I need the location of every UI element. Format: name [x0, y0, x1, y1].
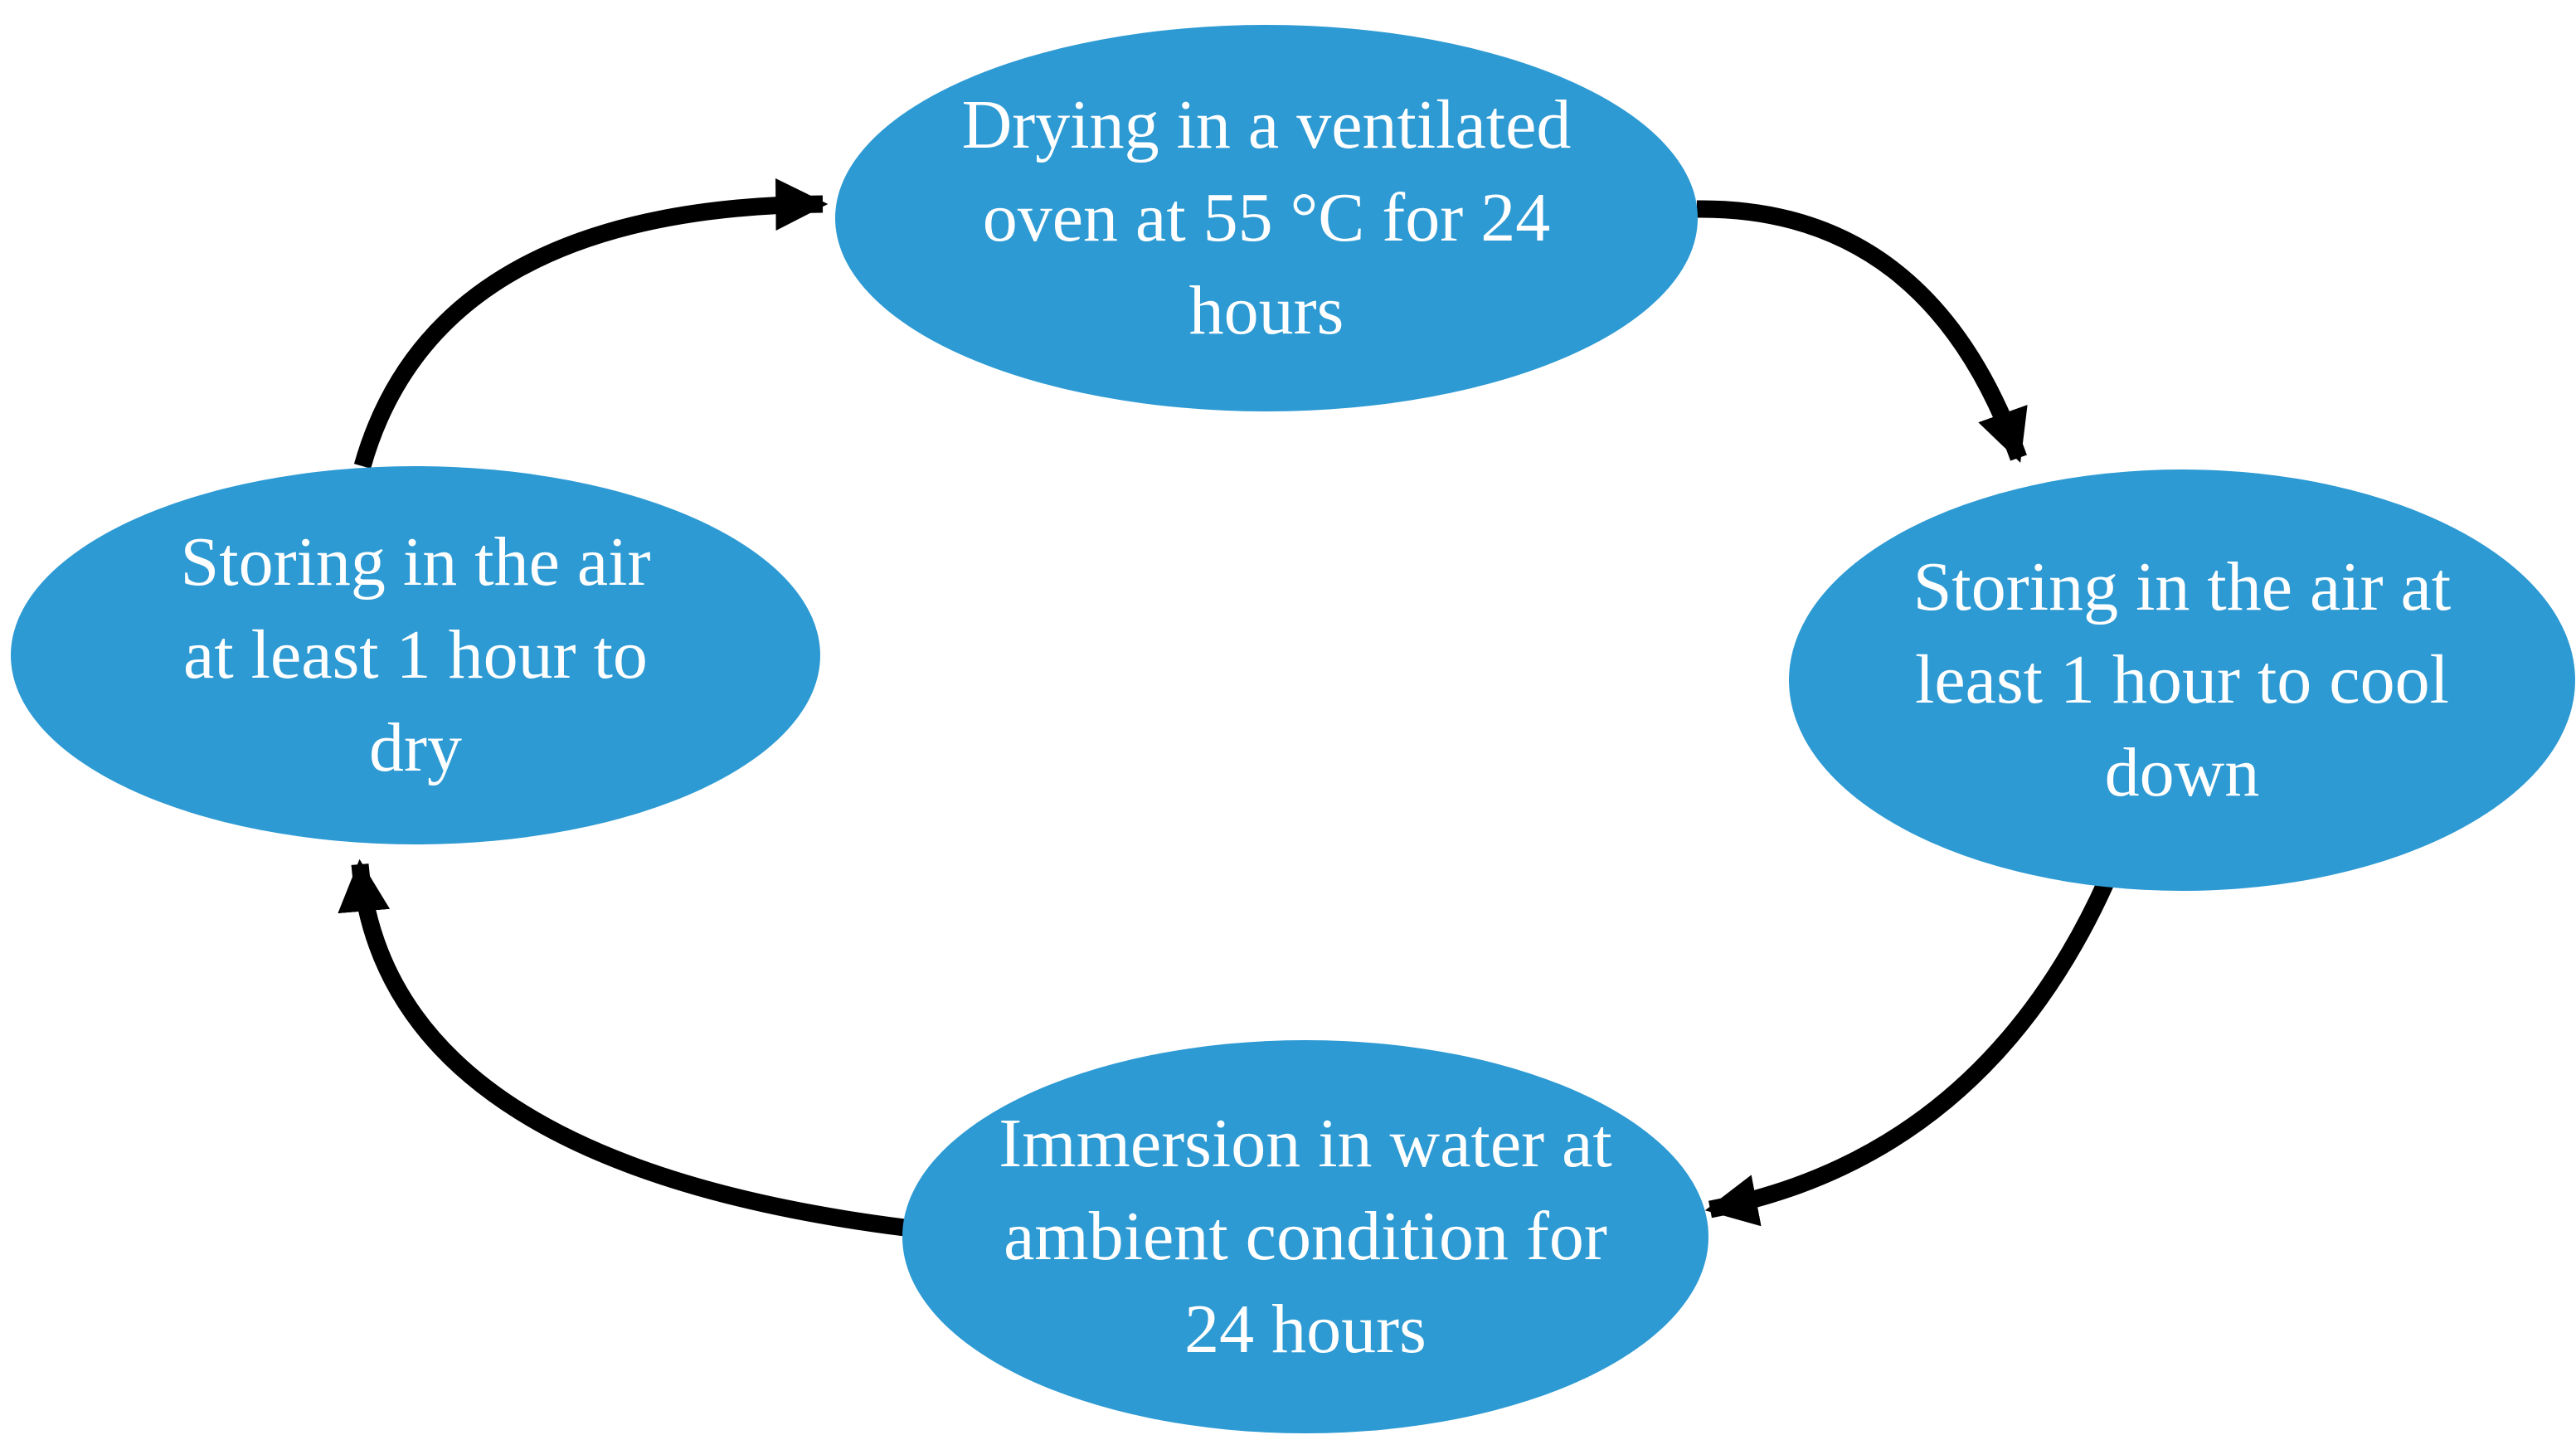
- arrow-storing-dry-to-drying-oven: [353, 178, 829, 469]
- node-storing-cool: Storing in the air at least 1 hour to co…: [1789, 469, 2575, 891]
- node-immersion-water-label: Immersion in water at ambient condition …: [999, 1105, 1612, 1368]
- node-drying-oven-label: Drying in a ventilated oven at 55 °C for…: [961, 86, 1572, 349]
- arrow-storing-cool-to-immersion-water: [1704, 877, 2115, 1227]
- arrow-immersion-water-to-storing-dry: [338, 859, 906, 1237]
- node-immersion-water: Immersion in water at ambient condition …: [902, 1040, 1708, 1433]
- node-drying-oven: Drying in a ventilated oven at 55 °C for…: [835, 25, 1698, 411]
- node-storing-dry-label: Storing in the air at least 1 hour to dr…: [180, 523, 651, 786]
- node-storing-dry: Storing in the air at least 1 hour to dr…: [11, 466, 820, 844]
- node-storing-cool-label: Storing in the air at least 1 hour to co…: [1913, 548, 2452, 811]
- arrow-drying-oven-to-storing-cool: [1696, 200, 2028, 463]
